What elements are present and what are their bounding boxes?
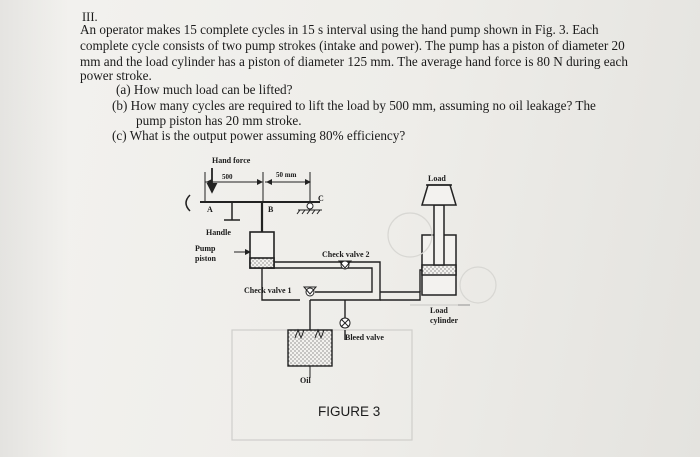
check-valve-2 — [337, 260, 353, 270]
label-a: A — [207, 205, 213, 214]
load-cylinder — [420, 184, 458, 296]
label-load-cylinder-2: cylinder — [430, 316, 458, 325]
handle-lever — [185, 194, 320, 221]
question-a: (a) How much load can be lifted? — [116, 82, 293, 97]
problem-line-1: An operator makes 15 complete cycles in … — [80, 22, 599, 37]
label-pump-piston-1: Pump — [195, 244, 216, 253]
label-dim-50: 50 mm — [276, 171, 297, 179]
hydraulic-piping — [261, 261, 428, 340]
label-b: B — [268, 205, 274, 214]
problem-number: III. — [82, 10, 98, 24]
problem-line-3: mm and the load cylinder has a piston of… — [80, 54, 628, 69]
label-load: Load — [428, 174, 446, 183]
label-hand-force: Hand force — [212, 156, 251, 165]
label-oil: Oil — [300, 376, 311, 385]
oil-reservoir — [287, 328, 333, 378]
pump-cylinder — [249, 202, 275, 269]
label-load-cylinder-1: Load — [430, 306, 448, 315]
problem-line-2: complete cycle consists of two pump stro… — [80, 38, 625, 53]
page-shadow — [0, 0, 70, 457]
question-b-cont: pump piston has 20 mm stroke. — [136, 113, 302, 128]
label-handle: Handle — [206, 228, 231, 237]
dimension-arrows — [204, 168, 311, 202]
bleed-valve — [339, 317, 351, 329]
pivot-c — [296, 202, 322, 215]
label-dim-500: 500 — [222, 173, 233, 181]
problem-line-4: power stroke. — [80, 68, 152, 83]
label-c: C — [318, 194, 324, 203]
label-pump-piston-2: piston — [195, 254, 216, 263]
label-check-valve-1: Check valve 1 — [244, 286, 292, 295]
figure-caption: FIGURE 3 — [318, 404, 381, 419]
question-b: (b) How many cycles are required to lift… — [112, 98, 596, 113]
question-c: (c) What is the output power assuming 80… — [112, 128, 406, 143]
label-check-valve-2: Check valve 2 — [322, 250, 370, 259]
background-ghost-marks — [387, 212, 497, 304]
check-valve-1 — [302, 286, 318, 297]
label-bleed-valve: Bleed valve — [345, 333, 384, 342]
background-tank-outline — [231, 304, 470, 441]
